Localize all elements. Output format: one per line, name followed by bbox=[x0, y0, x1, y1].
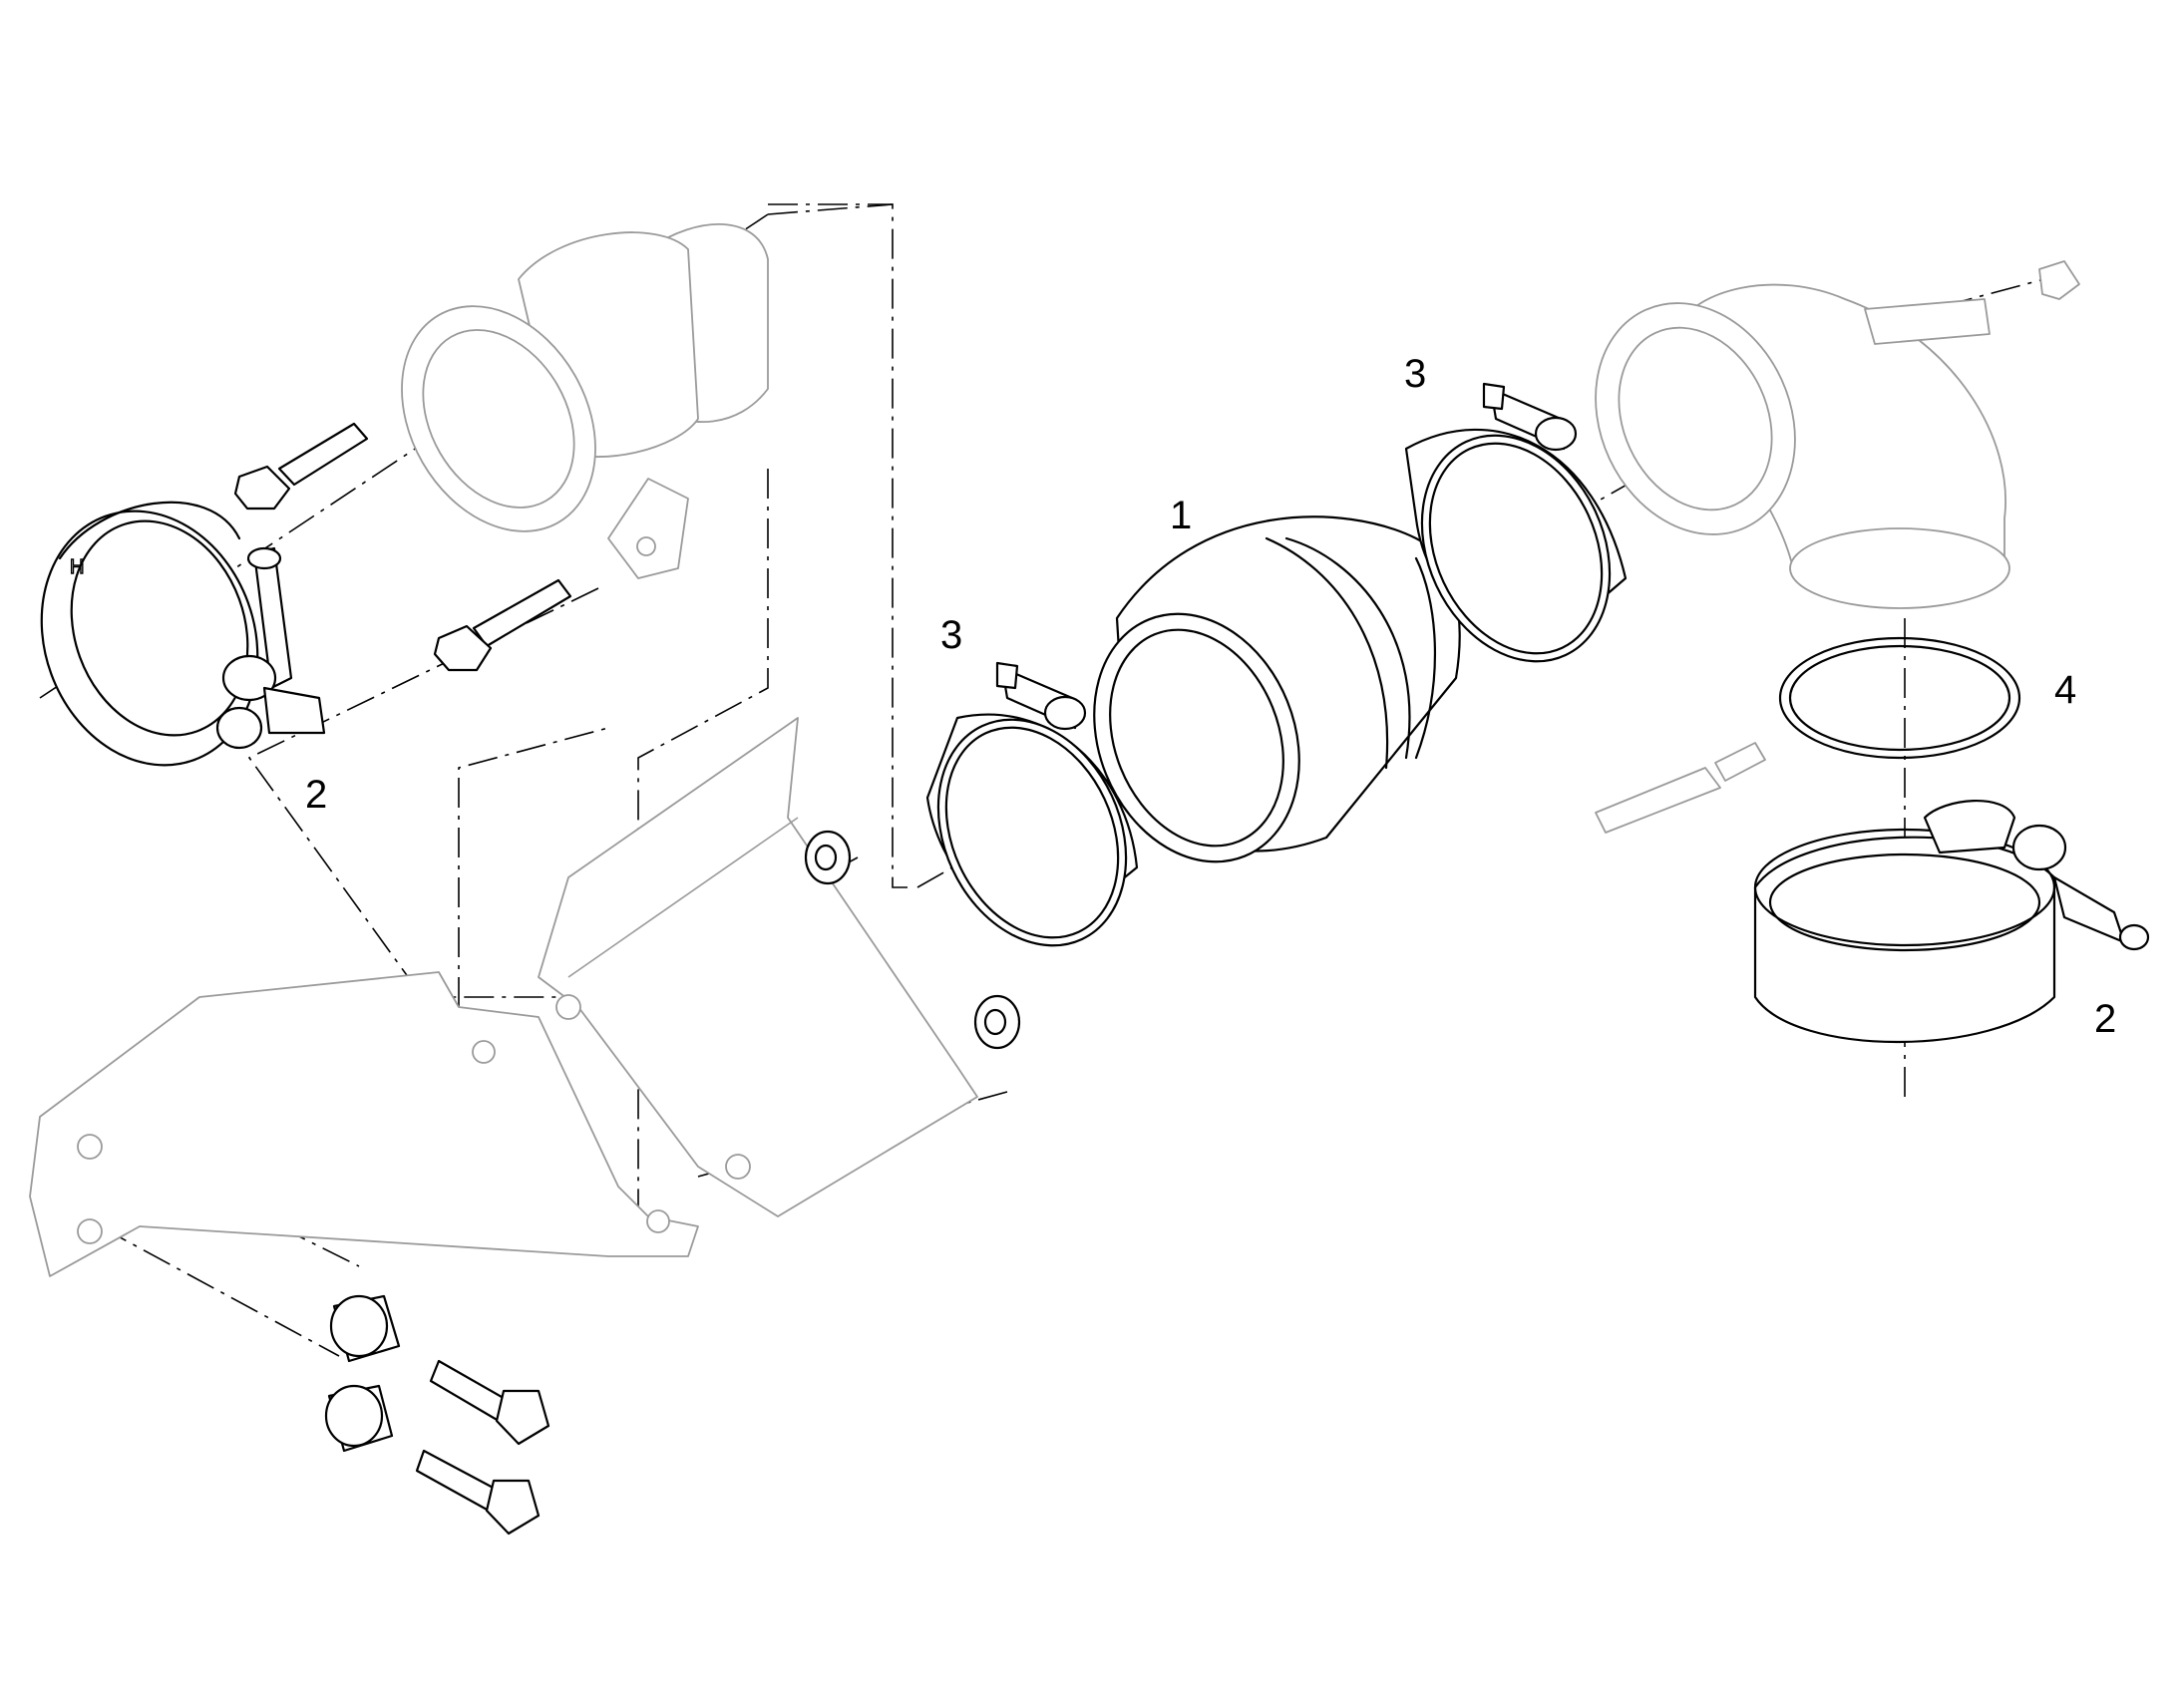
gasket-ring bbox=[1778, 636, 2021, 760]
flange-nut-2 bbox=[973, 994, 1021, 1050]
v-band-clamp-right bbox=[1753, 799, 2150, 1043]
hose-clamp-right bbox=[1404, 382, 1628, 663]
exhaust-pipe-flange-upper-left bbox=[401, 222, 769, 579]
bolt-upper-left-1 bbox=[233, 422, 369, 511]
hose-clamp-left bbox=[925, 661, 1139, 947]
screw-1 bbox=[429, 1359, 550, 1446]
screw-2 bbox=[415, 1449, 541, 1536]
callout-v-band-clamp-left: 2 bbox=[305, 773, 327, 817]
v-band-clamp-left: H bbox=[40, 501, 326, 767]
plug-fitting bbox=[2038, 260, 2080, 300]
callout-hose-clamp-left: 3 bbox=[940, 613, 962, 657]
callout-sleeve: 1 bbox=[1170, 494, 1192, 537]
callout-v-band-clamp-right: 2 bbox=[2094, 997, 2116, 1041]
flange-nut-1 bbox=[804, 830, 852, 885]
mounting-bracket-large bbox=[29, 971, 699, 1277]
spacer-2 bbox=[324, 1384, 394, 1453]
bolt-upper-left-2 bbox=[433, 578, 572, 672]
callout-hose-clamp-right: 3 bbox=[1404, 352, 1426, 396]
flex-sleeve bbox=[1093, 515, 1461, 863]
heat-shield-plate bbox=[538, 717, 978, 1217]
exhaust-elbow-upper-right bbox=[1595, 283, 2010, 609]
svg-text:H: H bbox=[70, 556, 84, 578]
spacer-1 bbox=[329, 1294, 401, 1363]
callout-gasket: 4 bbox=[2054, 668, 2076, 712]
sealant-tube bbox=[1595, 742, 1766, 834]
